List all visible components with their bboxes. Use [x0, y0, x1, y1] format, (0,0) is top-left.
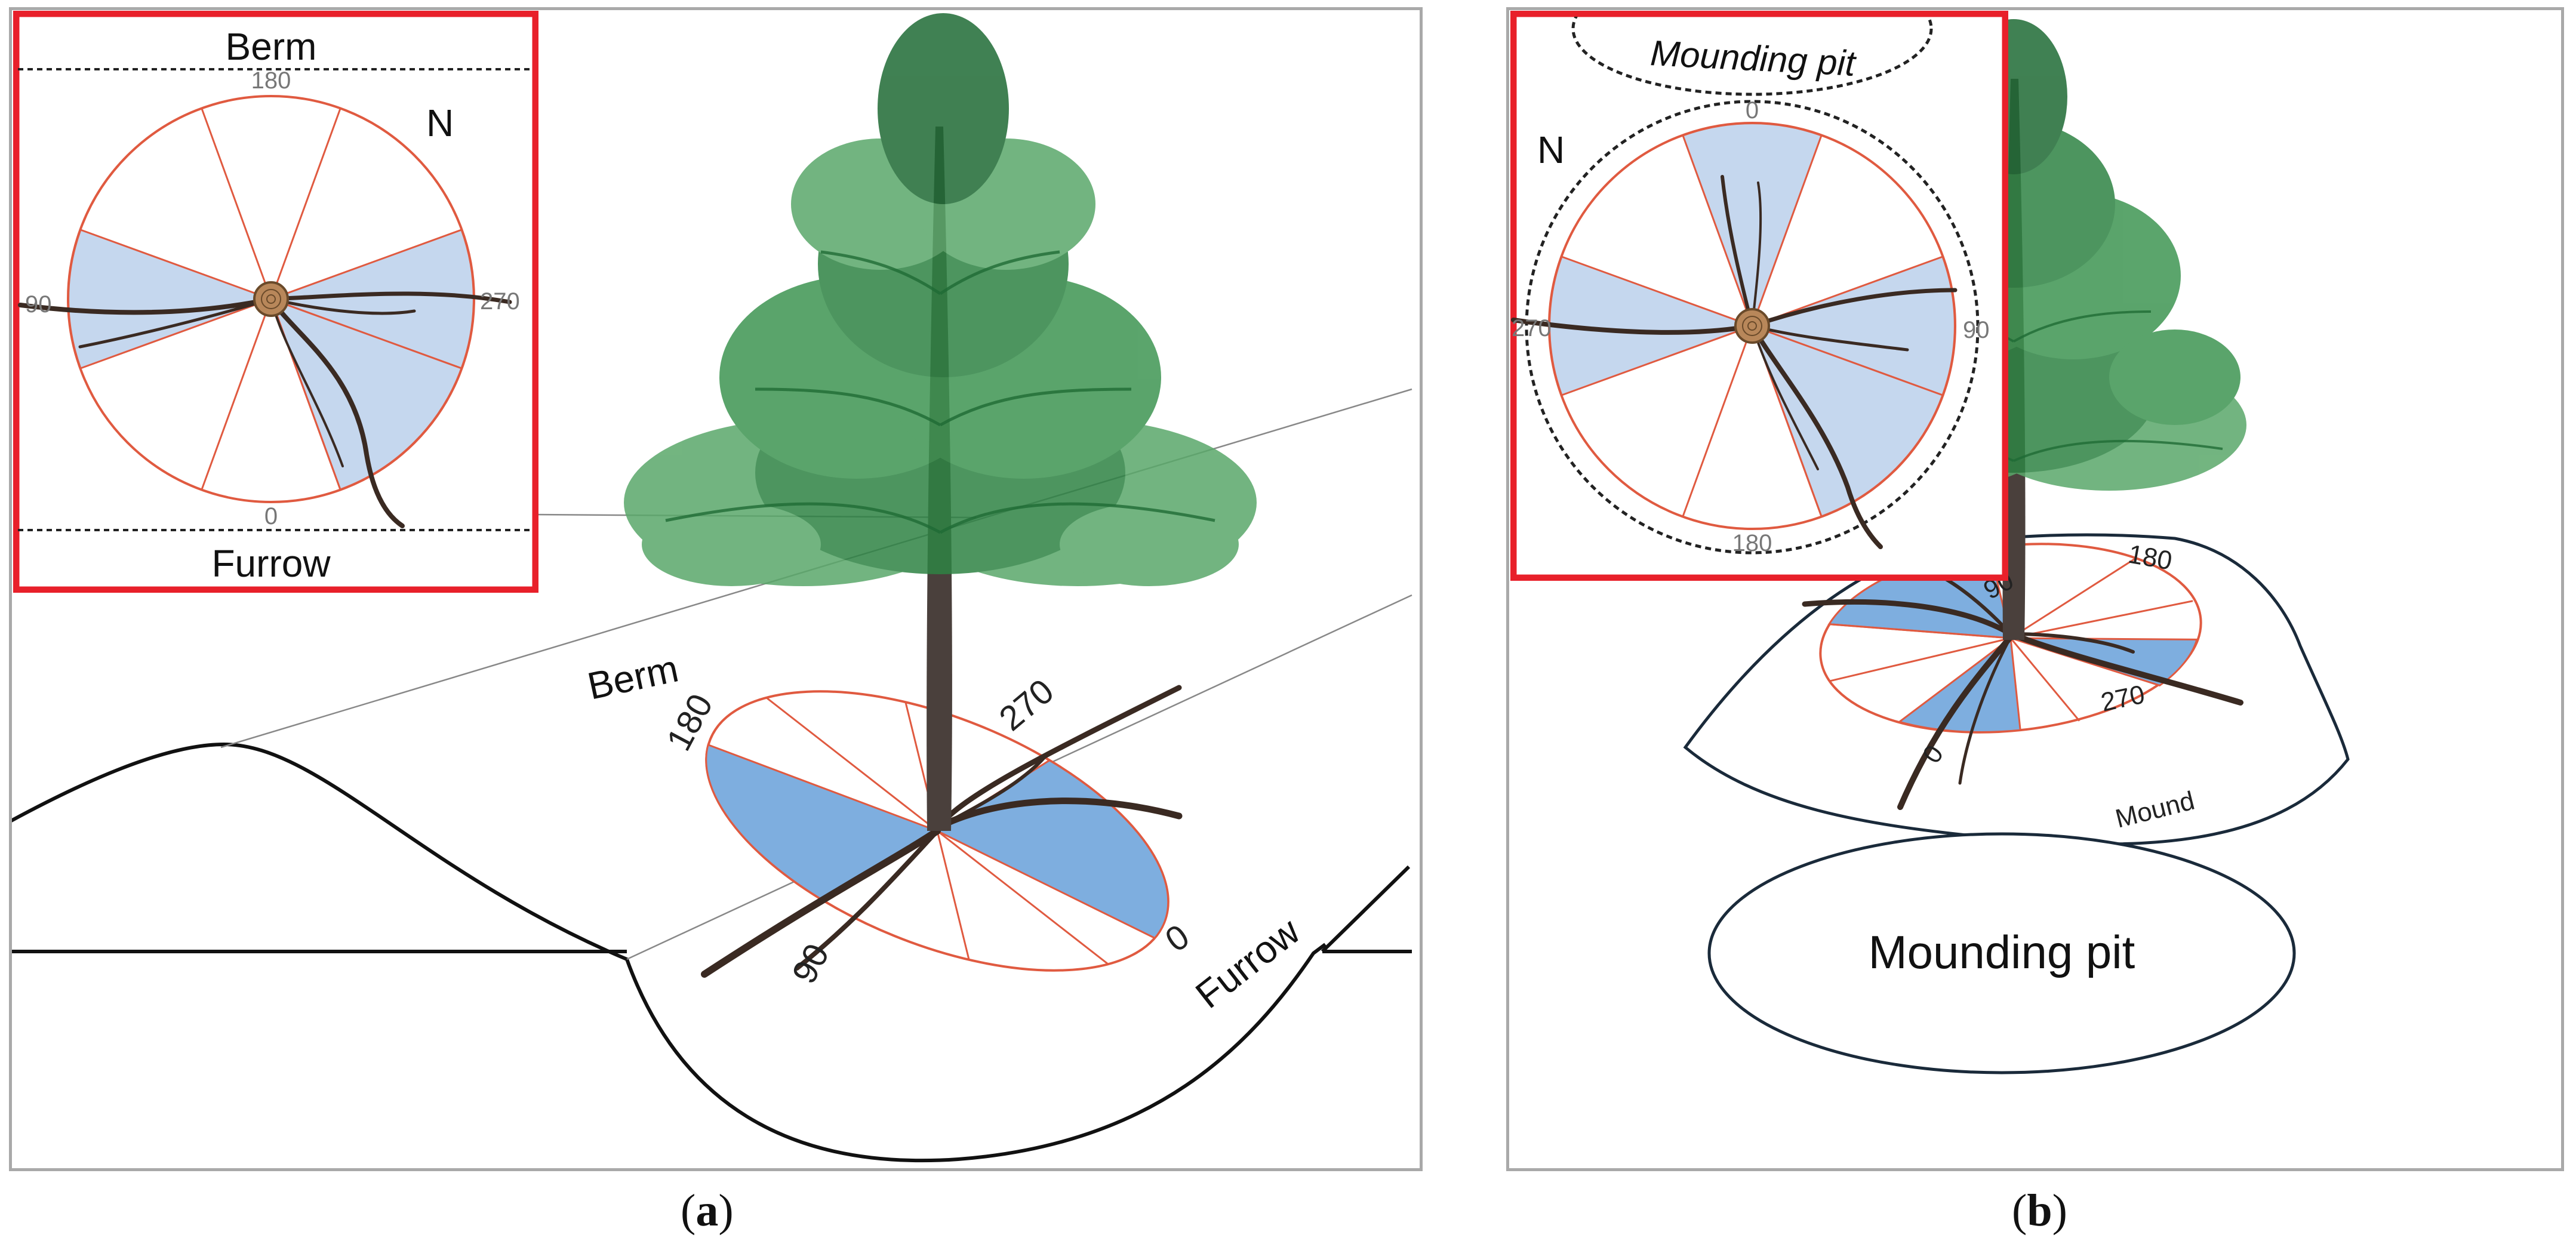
inset-tick-270: 270: [480, 288, 520, 315]
inset-tick-0: 0: [264, 503, 278, 529]
panel-b-inset: Mounding pit N 0: [1510, 11, 2008, 581]
inset-b-tick-270: 270: [1512, 315, 1552, 341]
inset-berm-label: Berm: [226, 25, 317, 68]
scene-tick-0: 0: [1158, 917, 1196, 960]
inset-rose-a: [18, 95, 512, 528]
inset-b-tick-180: 180: [1732, 530, 1772, 556]
panel-a-caption: (a): [681, 1185, 734, 1236]
scene-tick-90: 90: [784, 938, 837, 990]
inset-sector-lower-right: [269, 297, 463, 491]
inset-north-label-b: N: [1537, 128, 1565, 171]
mounding-pit-ellipse: [1707, 832, 2296, 1074]
inset-rose-b: [1511, 122, 1958, 549]
inset-b-sector-top: [1682, 122, 1823, 329]
inset-tick-180: 180: [251, 67, 291, 94]
scene-tick-270: 270: [992, 672, 1061, 738]
inset-tick-90: 90: [25, 291, 52, 318]
inset-pit-dashed: [1571, 17, 1933, 96]
inset-sector-left: [67, 229, 274, 369]
scene-berm-label: Berm: [584, 646, 682, 707]
inset-north-label: N: [426, 101, 454, 144]
ground-line-right: [1321, 865, 1412, 953]
scene-furrow-label: Furrow: [1187, 909, 1308, 1017]
inset-mound-dashed: [1525, 100, 1980, 555]
terrain-profile: [12, 742, 1327, 1163]
inset-furrow-label: Furrow: [211, 542, 331, 585]
tree-foliage-a: [624, 13, 1257, 586]
panel-b-caption: (b): [2012, 1185, 2067, 1236]
mounding-pit-label: Mounding pit: [1869, 926, 2135, 978]
panel-a-drawing: Berm 180 270 90 0 Furrow: [12, 13, 1412, 1163]
inset-b-tick-0: 0: [1746, 97, 1759, 124]
inset-stem-a: [253, 281, 289, 317]
inset-b-sector-lower-right: [1750, 324, 1944, 518]
inset-stem-b: [1734, 308, 1770, 344]
inset-b-tick-90: 90: [1963, 317, 1990, 343]
panel-a-inset: Berm Furrow N: [13, 11, 538, 593]
